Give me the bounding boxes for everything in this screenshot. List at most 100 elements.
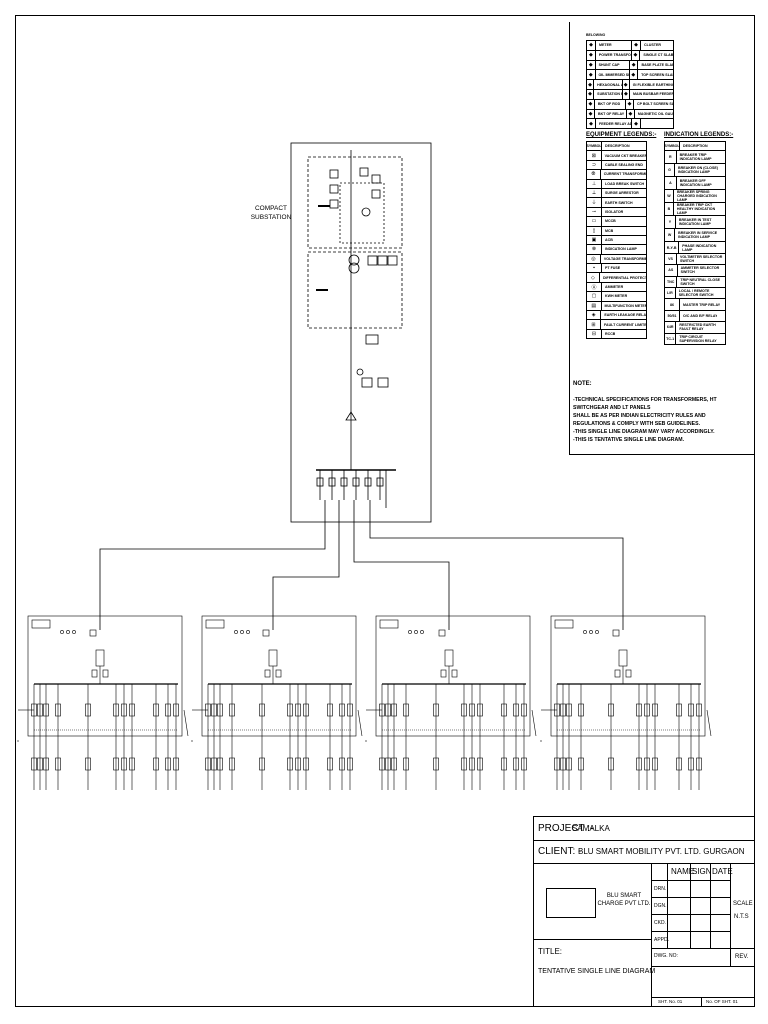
- charger-mcb-symbol: [113, 757, 119, 771]
- drawing-border: [15, 15, 755, 1007]
- charger-mcb-symbol: [121, 757, 127, 771]
- mcb-symbol: [295, 703, 301, 717]
- mcb-symbol: [259, 703, 265, 717]
- note-line: SHALL BE AS PER INDIAN ELECTRICITY RULES…: [573, 413, 706, 419]
- meter-box: [89, 629, 97, 637]
- legend-title: BELOW/NO: [586, 33, 606, 37]
- charger-mcb-symbol: [403, 757, 409, 771]
- equipment-box: [359, 167, 369, 177]
- equipment-legend-row: ⊸ISOLATOR: [587, 207, 646, 218]
- charger-mcb-symbol: [259, 757, 265, 771]
- charger-mcb-symbol: [43, 757, 49, 771]
- title-block: PROJECT :- SAMALKA CLIENT: - BLU SMART M…: [533, 816, 755, 1007]
- equipment-box: [329, 169, 339, 179]
- symbol-legend-row: ◆POWER TRANSFORMER◆SINGLE CT SLAB: [587, 50, 673, 61]
- symbol-legend-row: ◆HEXAGONAL AIR BKT◆GI FLEXIBLE EARTHING …: [587, 80, 673, 90]
- meter-box: [438, 629, 446, 637]
- equipment-box: [329, 199, 339, 209]
- scale-label: SCALE: [733, 901, 753, 907]
- symbol-legend-row: ◆BKT OF ROD◆CP BOLT SCREEN SLAB: [587, 99, 673, 110]
- meter-box: [377, 377, 389, 388]
- equipment-legend-row: ◈EARTH LEAKAGE RELAY: [587, 311, 646, 321]
- mcb-symbol: [644, 703, 650, 717]
- equipment-table-header: SYMBOL DESCRIPTION: [587, 142, 646, 152]
- ct-box: [440, 669, 447, 678]
- rev-label: REV.: [735, 954, 749, 960]
- charger-mcb-symbol: [303, 757, 309, 771]
- distribution-panel: [550, 615, 706, 737]
- indication-lamp: [240, 630, 244, 634]
- equipment-legend-row: ▪PT FUSE: [587, 264, 646, 274]
- mcb-symbol: [55, 703, 61, 717]
- equipment-legend-row: ⊠VACUUM CKT BREAKER: [587, 151, 646, 161]
- title-label: TITLE:: [538, 947, 563, 956]
- number-of-sheets: No. OF SHT. 01: [706, 999, 738, 1004]
- sheet-number: SHT. No. 01: [658, 999, 683, 1004]
- charger-mcb-symbol: [379, 757, 385, 771]
- equipment-legend-row: ⊥LOAD BREAK SWITCH: [587, 179, 646, 189]
- equipment-legend-row: ▤MULTIFUNCTION METER: [587, 301, 646, 312]
- charger-mcb-symbol: [461, 757, 467, 771]
- symbol-legend-row: ◆OIL IMMERSED SLAB◆TOP SCREEN SLAB: [587, 70, 673, 81]
- mcb-symbol: [287, 703, 293, 717]
- mcb-symbol: [560, 703, 566, 717]
- mccb-symbol: [376, 477, 384, 487]
- meter-box: [612, 629, 620, 637]
- indication-lamp: [414, 630, 418, 634]
- symbol-legend-table: ◆METER◆CLUSTER◆POWER TRANSFORMER◆SINGLE …: [586, 40, 674, 130]
- mcb-symbol: [461, 703, 467, 717]
- equipment-legend-row: ◇DIFFERENTIAL PROTECTION: [587, 273, 646, 283]
- ct-box: [91, 669, 98, 678]
- indication-lamp: [595, 630, 599, 634]
- note-line: -THIS IS TENTATIVE SINGLE LINE DIAGRAM.: [573, 437, 685, 443]
- mcb-symbol: [121, 703, 127, 717]
- equipment-legend-row: ▯MCB: [587, 226, 646, 236]
- equipment-legend-row: ▣ACB: [587, 235, 646, 246]
- charger-mcb-symbol: [578, 757, 584, 771]
- mcb-symbol: [403, 703, 409, 717]
- charger-mcb-symbol: [696, 757, 702, 771]
- indication-table-header: SYMBOL DESCRIPTION: [665, 142, 725, 152]
- mcb-symbol: [211, 703, 217, 717]
- mcb-symbol: [113, 703, 119, 717]
- indication-lamp: [60, 630, 64, 634]
- mcb-symbol: [513, 703, 519, 717]
- mcb-symbol: [688, 703, 694, 717]
- transformer-winding-2: [348, 262, 360, 274]
- mcb-symbol: [347, 703, 353, 717]
- mcb-symbol: [521, 703, 527, 717]
- ct-symbol: [361, 207, 371, 217]
- mcb-symbol: [339, 703, 345, 717]
- note-line: -THIS SINGLE LINE DIAGRAM MAY VARY ACCOR…: [573, 429, 715, 435]
- incomer-breaker: [618, 649, 628, 667]
- mccb-symbol: [316, 477, 324, 487]
- charger-mcb-symbol: [469, 757, 475, 771]
- equipment-legend-row: ⊗INDICATION LAMP: [587, 245, 646, 255]
- mcb-symbol: [129, 703, 135, 717]
- earth-lead: [531, 709, 537, 737]
- charger-mcb-symbol: [295, 757, 301, 771]
- charger-mcb-symbol: [339, 757, 345, 771]
- charger-mcb-symbol: [229, 757, 235, 771]
- mccb-symbol: [352, 477, 360, 487]
- cable-route: [353, 500, 450, 630]
- ct-box: [625, 669, 632, 678]
- note-line: -TECHNICAL SPECIFICATIONS FOR TRANSFORME…: [573, 397, 717, 411]
- charger-mcb-symbol: [477, 757, 483, 771]
- charger-mcb-symbol: [554, 757, 560, 771]
- mcb-symbol: [385, 703, 391, 717]
- mcb-symbol: [303, 703, 309, 717]
- panel-name-box: [554, 619, 574, 629]
- charger-mcb-symbol: [676, 757, 682, 771]
- incomer-breaker: [444, 649, 454, 667]
- equipment-legend-row: ◎VOLTAGE TRANSFORMER: [587, 254, 646, 265]
- indication-lamp: [246, 630, 250, 634]
